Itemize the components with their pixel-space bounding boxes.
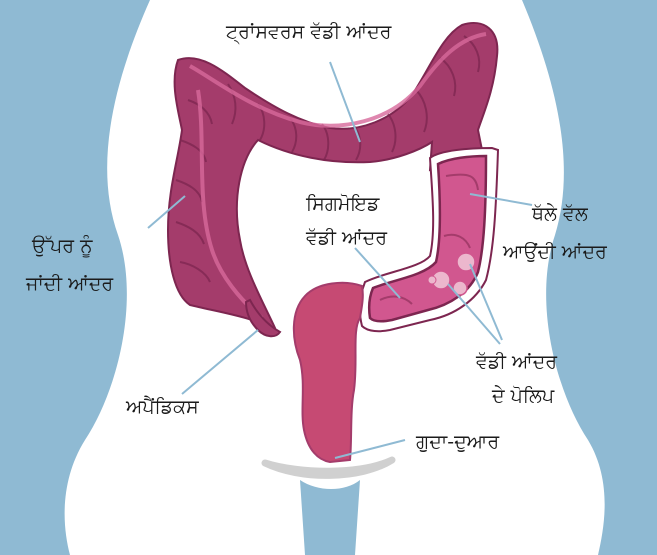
label-transverse: ਟ੍ਰਾਂਸਵਰਸ ਵੱਡੀ ਆਂਦਰ [225,21,393,45]
label-descending-line2: ਆਉਂਦੀ ਆਂਦਰ [502,241,608,263]
polyp [428,276,436,284]
label-descending-line1: ਥੱਲੇ ਵੱਲ [531,203,589,225]
label-appendix: ਅਪੈਂਡਿਕਸ [125,395,199,418]
label-polyps-line1: ਵੱਡੀ ਆਂਦਰ [475,351,558,373]
label-ascending-line1: ਉੱਪਰ ਨੂੰ [31,235,93,258]
sigmoid-rectum [294,283,363,462]
label-polyps-line2: ਦੇ ਪੋਲਿਪ [491,385,555,407]
label-sigmoid-line1: ਸਿਗਮੋਇਡ [305,193,380,215]
label-anus: ਗੁਦਾ-ਦੁਆਰ [415,431,500,453]
label-sigmoid-line2: ਵੱਡੀ ਆਂਦਰ [305,227,388,249]
label-ascending-line2: ਜਾਂਦੀ ਆਂਦਰ [25,273,114,295]
